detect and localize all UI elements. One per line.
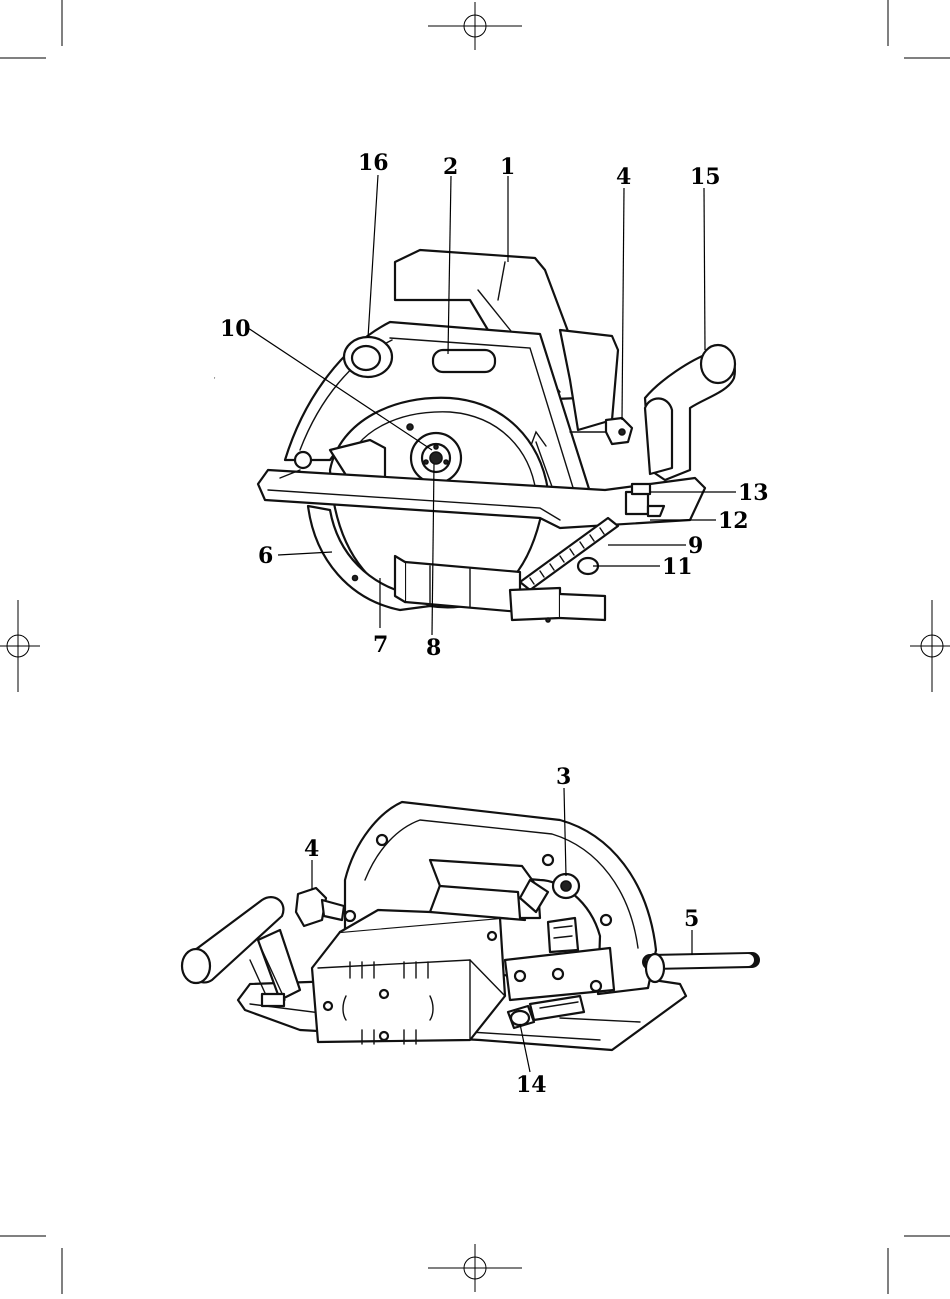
callout-5: 5 [684, 906, 699, 932]
registration-mark-left [0, 600, 40, 692]
callout-14: 14 [516, 1072, 547, 1098]
registration-mark-top [428, 2, 522, 50]
callout-4: 4 [616, 164, 631, 190]
callout-3: 3 [556, 764, 571, 790]
callout-15: 15 [690, 164, 721, 190]
callout-10: 10 [220, 316, 251, 342]
registration-mark-bottom [428, 1244, 522, 1292]
callout-1: 1 [500, 154, 515, 180]
callout-4b: 4 [304, 836, 319, 862]
callout-8: 8 [426, 635, 441, 661]
callout-11: 11 [662, 554, 693, 580]
callout-12: 12 [718, 508, 749, 534]
registration-mark-right [910, 600, 950, 692]
callout-6: 6 [258, 543, 273, 569]
callout-16: 16 [358, 150, 389, 176]
callout-13: 13 [738, 480, 769, 506]
saw-rear-view [182, 802, 752, 1050]
callout-7: 7 [373, 632, 388, 658]
callout-2: 2 [443, 154, 458, 180]
